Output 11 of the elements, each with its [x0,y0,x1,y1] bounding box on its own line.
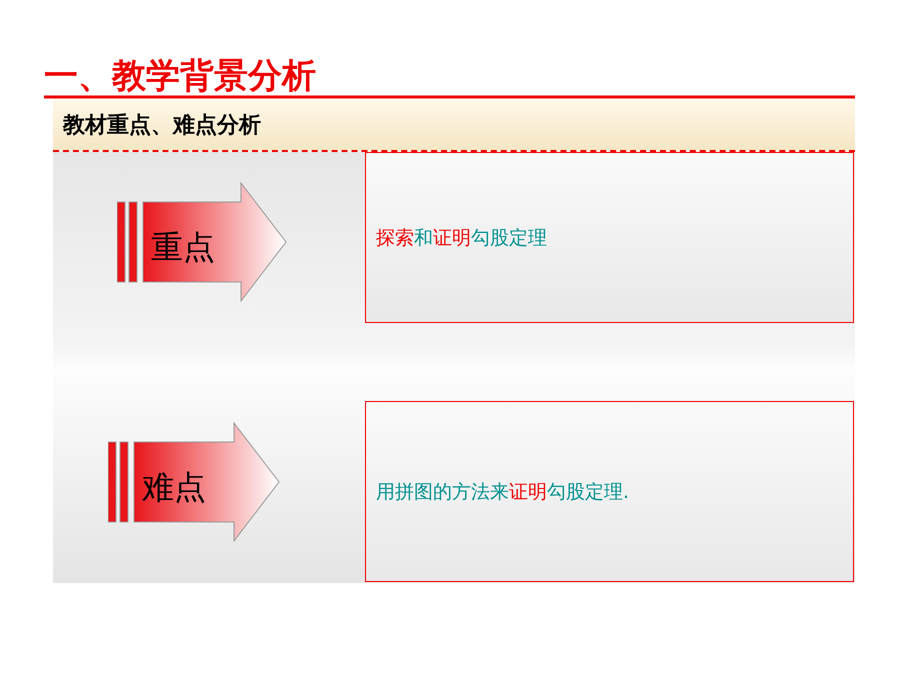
section-header [53,99,855,152]
section-heading: 教材重点、难点分析 [63,112,261,140]
arrow-label: 难点 [142,467,206,508]
arrow-label: 重点 [151,227,215,268]
slide-title: 一、教学背景分析 [44,56,316,96]
content-text: 用拼图的方法来证明勾股定理. [376,480,630,504]
content-box [365,401,854,582]
content-box [365,152,854,323]
arrow-shape [117,182,287,302]
content-text: 探索和证明勾股定理 [376,226,547,250]
arrow-shape [108,422,280,542]
